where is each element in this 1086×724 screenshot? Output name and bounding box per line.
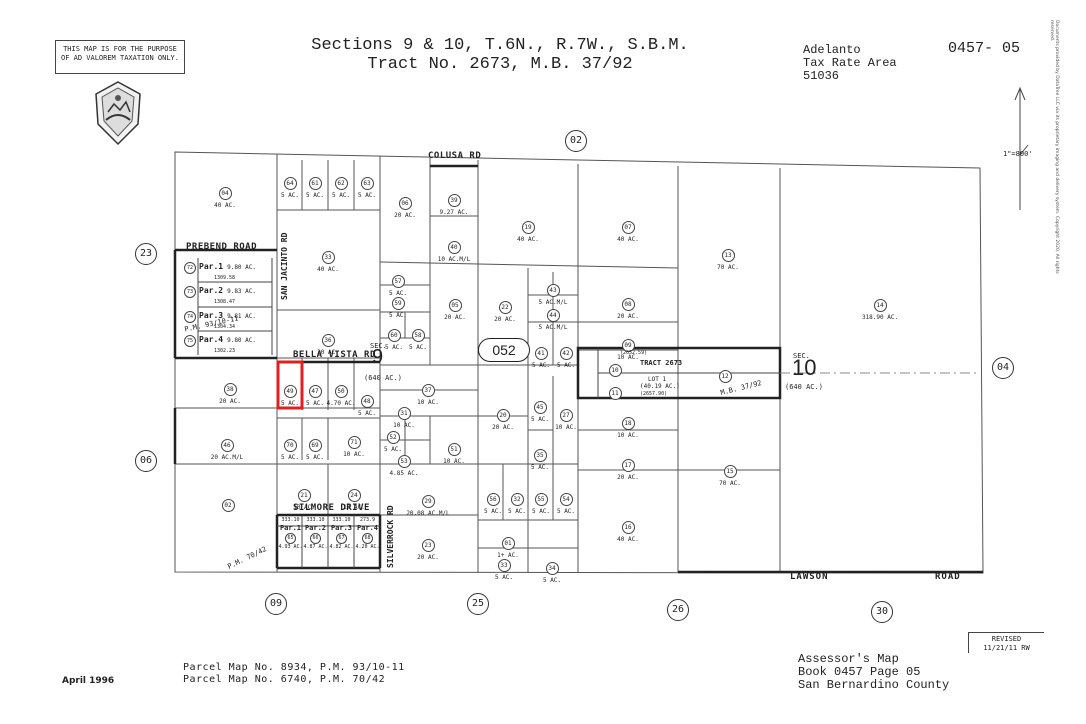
assessor-line-1: Assessor's Map (798, 652, 899, 666)
section-10-acres: (640 AC.) (785, 383, 823, 391)
disclaimer-line-1: THIS MAP IS FOR THE PURPOSE (63, 45, 177, 53)
tax-rate-area-block: Adelanto Tax Rate Area 51036 (803, 44, 897, 83)
title-line-2: Tract No. 2673, M.B. 37/92 (367, 55, 633, 74)
section-9-acres: (640 AC.) (364, 374, 402, 382)
area-name: Adelanto (803, 43, 861, 57)
county-seal-icon (95, 81, 141, 146)
map-page-badge: 052 (478, 338, 530, 362)
sec-10-label: SEC. (793, 352, 810, 360)
north-arrow-icon (1014, 86, 1029, 210)
parcel-map-references: Parcel Map No. 8934, P.M. 93/10-11 Parce… (183, 662, 405, 686)
tract-label: TRACT 2673 (640, 359, 683, 367)
section-9-number: 9 (372, 346, 384, 368)
book-page-number: 0457- 05 (948, 40, 1021, 57)
assessor-map-block: Assessor's Map Book 0457 Page 05 San Ber… (798, 653, 949, 692)
tax-rate-area-label: Tax Rate Area (803, 56, 897, 70)
revised-label: REVISED (991, 635, 1022, 643)
scale-label: 1"=800' (1003, 150, 1033, 158)
sec-9-label: SEC. (370, 342, 387, 350)
revised-value: 11/21/11 RW (983, 644, 1030, 652)
silverrock-road-label: SILVERROCK RD (386, 505, 395, 568)
colusa-road-label: COLUSA RD (428, 151, 482, 161)
section-10-number: 10 (792, 355, 817, 380)
title-line-1: Sections 9 & 10, T.6N., R.7W., S.B.M. (311, 36, 689, 55)
assessor-line-3: San Bernardino County (798, 678, 950, 692)
disclaimer-line-2: OF AD VALOREM TAXATION ONLY. (60, 54, 179, 62)
road-label: ROAD (935, 572, 961, 582)
parcel-map-ref-1: Parcel Map No. 8934, P.M. 93/10-11 (183, 662, 405, 673)
tract-dim-bottom: (2657.90) (640, 391, 668, 397)
tract-lot-label: LOT 1 (648, 376, 667, 383)
bella-vista-road-label: BELLA VISTA RD (293, 350, 376, 360)
silmore-drive-label: SILMORE DRIVE (293, 503, 370, 513)
revised-box: REVISED 11/21/11 RW (968, 632, 1044, 653)
san-jacinto-road-label: SAN JACINTO RD (280, 232, 289, 300)
map-date: April 1996 (62, 676, 115, 686)
assessor-line-2: Book 0457 Page 05 (798, 665, 921, 679)
copyright-notice: Documents provided by DataTree LLC via i… (1049, 20, 1059, 274)
highlighted-parcel-outline (276, 360, 304, 410)
map-title: Sections 9 & 10, T.6N., R.7W., S.B.M. Tr… (250, 36, 750, 74)
parcel-map-ref-2: Parcel Map No. 6740, P.M. 70/42 (183, 674, 386, 685)
lawson-road-label: LAWSON (790, 572, 829, 582)
tract-dim-top: (2652.59) (620, 350, 648, 356)
disclaimer-box: THIS MAP IS FOR THE PURPOSE OF AD VALORE… (55, 40, 185, 74)
tax-rate-area-number: 51036 (803, 69, 840, 83)
tract-acres: (40.19 AC.) (640, 383, 680, 390)
prebend-road-label: PREBEND ROAD (186, 242, 258, 252)
